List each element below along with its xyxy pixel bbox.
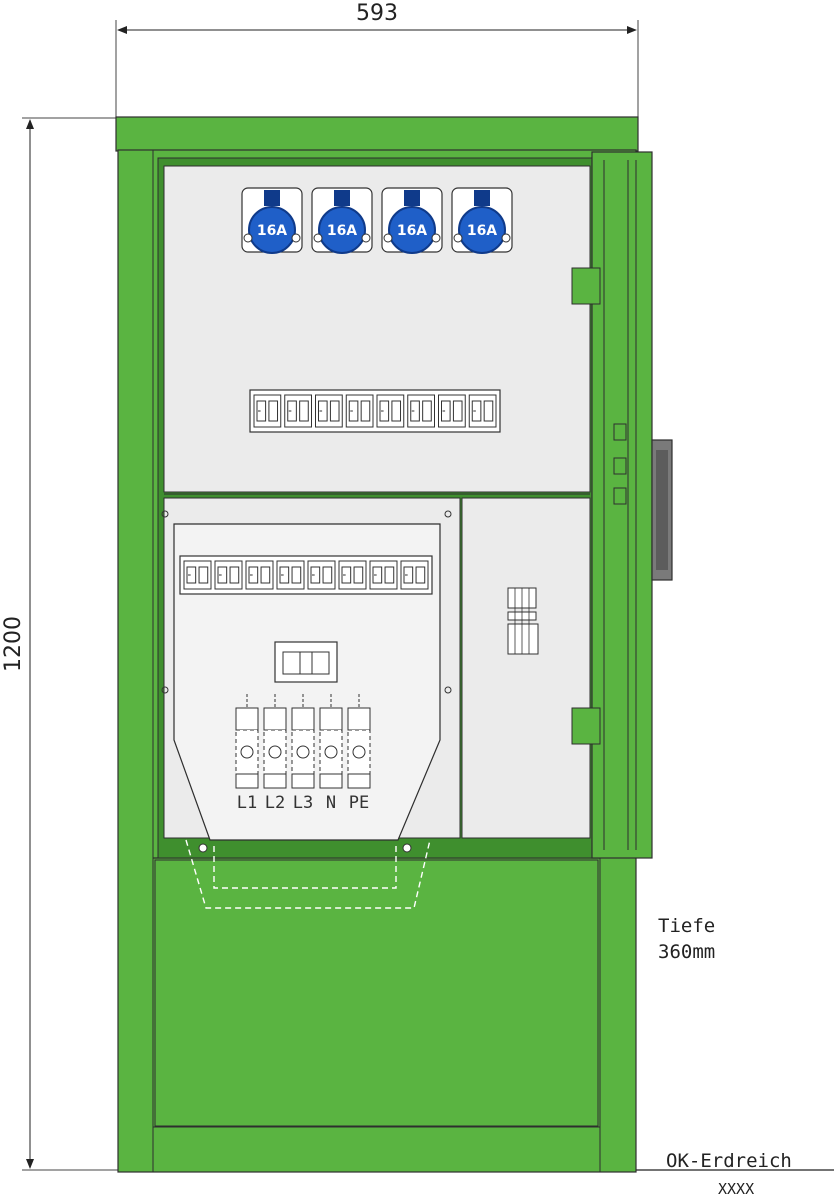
cabinet-door	[571, 151, 673, 859]
cabinet-plinth	[154, 859, 599, 1127]
socket-label: 16A	[327, 223, 357, 239]
terminal-pe: PE	[347, 694, 371, 813]
terminal-label: N	[326, 793, 336, 813]
terminal-label: L1	[237, 793, 257, 813]
socket-16a: 16A	[311, 187, 373, 254]
circuit-breaker	[315, 394, 343, 428]
socket-label: 16A	[257, 223, 287, 239]
terminal-label: L2	[265, 793, 285, 813]
circuit-breaker	[338, 560, 367, 590]
circuit-breaker	[245, 560, 274, 590]
socket-label: 16A	[397, 223, 427, 239]
sockets-row: 16A 16A 16A 16A	[241, 187, 513, 254]
terminal-block: L1 L2 L3 N PE	[235, 694, 371, 813]
socket-16a: 16A	[451, 187, 513, 254]
height-dimension: 1200	[1, 117, 118, 1171]
door-hinge-bottom	[571, 707, 601, 745]
terminal-l3: L3	[291, 694, 315, 813]
lower-right-panel	[461, 497, 591, 839]
circuit-breaker	[253, 394, 282, 428]
circuit-breaker	[400, 560, 429, 590]
socket-16a: 16A	[381, 187, 443, 254]
width-dimension-text: 593	[356, 1, 398, 26]
upper-panel	[163, 165, 591, 493]
circuit-breaker	[307, 560, 336, 590]
lower-equipment: L1 L2 L3 N PE	[161, 510, 452, 841]
terminal-n: N	[319, 694, 343, 813]
circuit-breaker	[284, 394, 312, 428]
terminal-label: PE	[349, 793, 369, 813]
circuit-breaker	[468, 394, 497, 428]
height-dimension-text: 1200	[1, 616, 26, 672]
depth-note-line2: 360mm	[658, 941, 715, 963]
socket-label: 16A	[467, 223, 497, 239]
terminal-label: L3	[293, 793, 313, 813]
circuit-breaker	[214, 560, 243, 590]
depth-note-line1: Tiefe	[658, 915, 715, 937]
circuit-breaker	[438, 394, 466, 428]
circuit-breaker	[345, 394, 374, 428]
circuit-breaker	[376, 394, 405, 428]
circuit-breaker	[183, 560, 212, 590]
ground-label: OK-Erdreich	[666, 1150, 792, 1172]
upper-breaker-row	[249, 389, 501, 433]
auxiliary-terminals	[507, 587, 539, 655]
ground-marks: XXXX	[718, 1180, 754, 1198]
cable-entry	[185, 839, 431, 909]
cabinet-lid	[115, 116, 639, 152]
circuit-breaker	[369, 560, 398, 590]
width-dimension: 593	[115, 1, 639, 118]
circuit-breaker	[276, 560, 305, 590]
ground-line: OK-Erdreich XXXX	[636, 1150, 834, 1198]
terminal-l1: L1	[235, 694, 259, 813]
circuit-breaker	[407, 394, 435, 428]
socket-16a: 16A	[241, 187, 303, 254]
terminal-l2: L2	[263, 694, 287, 813]
depth-note: Tiefe 360mm	[658, 915, 715, 963]
door-hinge-top	[571, 267, 601, 305]
main-switch	[274, 641, 338, 683]
